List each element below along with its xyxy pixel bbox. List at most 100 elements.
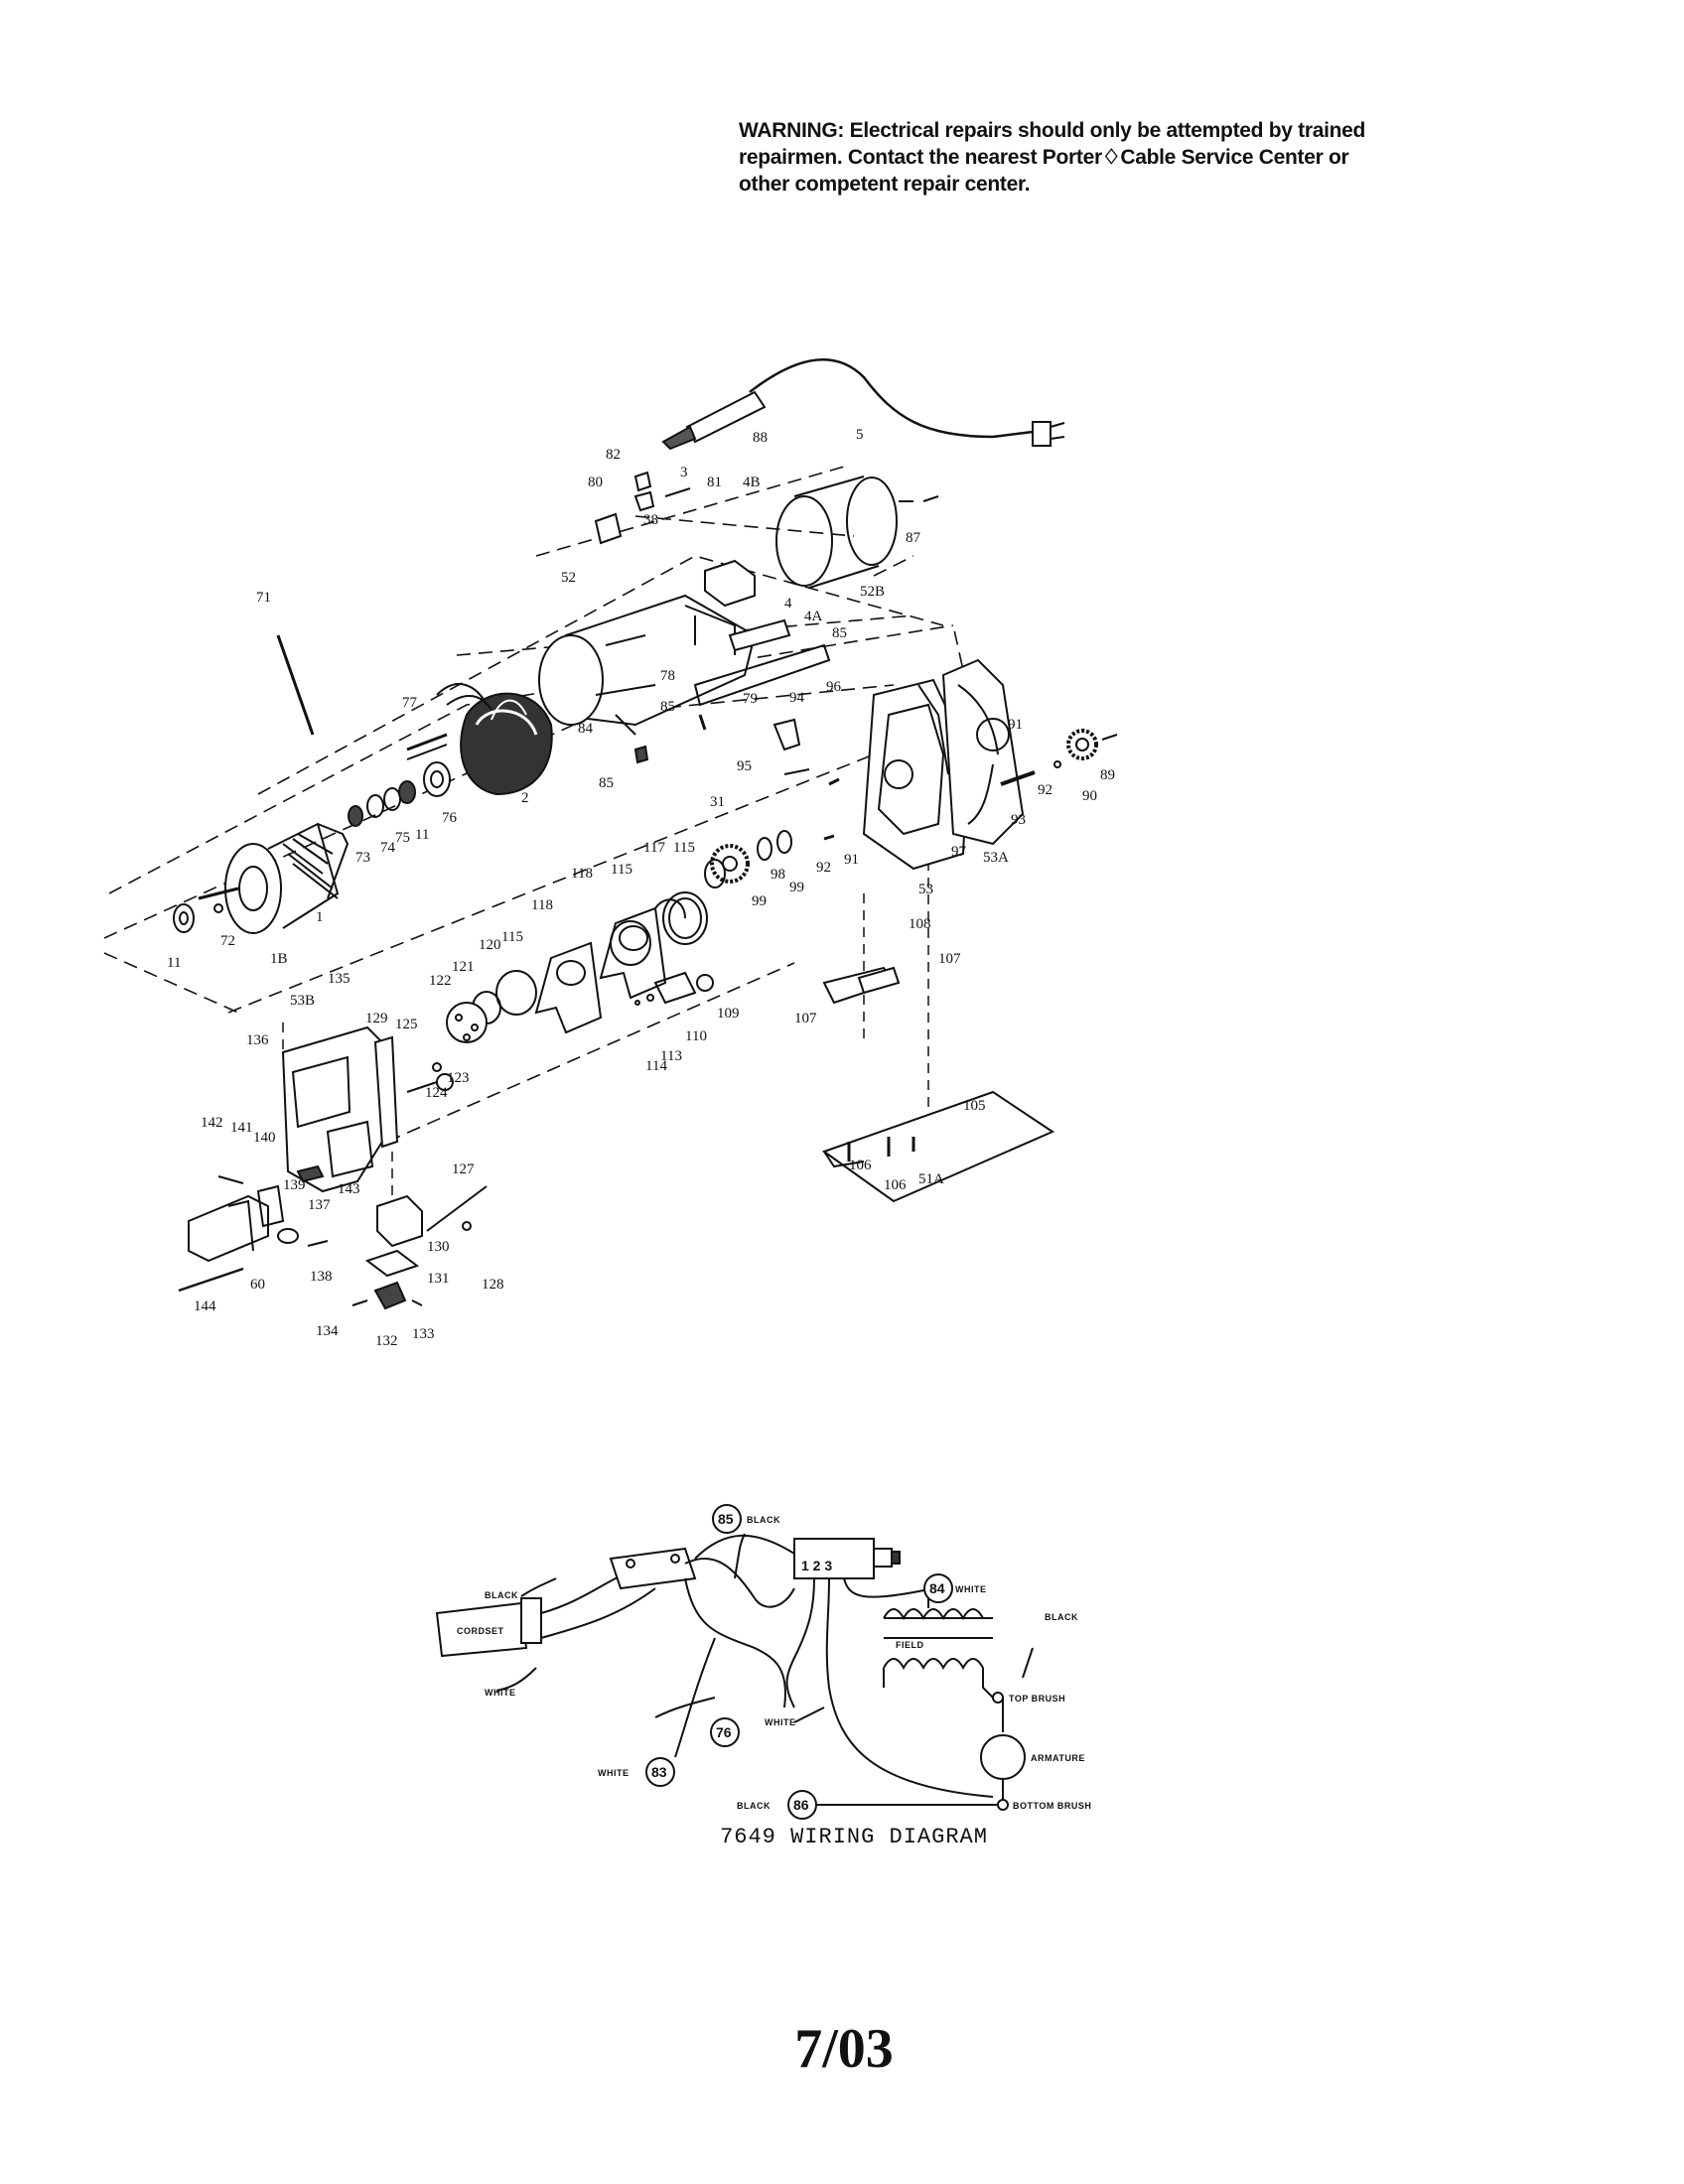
wire-color-label: WHITE	[485, 1688, 516, 1698]
part-label: 143	[338, 1181, 360, 1197]
part-label: 2	[521, 790, 529, 806]
part-label: 11	[415, 827, 429, 843]
part-label: 127	[452, 1161, 475, 1177]
part-label: 53A	[983, 850, 1009, 866]
assembly-lines	[103, 466, 974, 1143]
part-label: 115	[611, 862, 632, 878]
part-label: 76	[442, 810, 458, 826]
wire-number-76: 76	[716, 1724, 732, 1740]
part-label: 115	[501, 929, 523, 945]
part-label: 85	[832, 625, 847, 641]
part-label: 38	[643, 512, 658, 528]
part-label: 79	[743, 691, 758, 707]
part-label: 129	[365, 1011, 388, 1026]
part-label: 107	[938, 951, 961, 967]
part-label: 105	[963, 1098, 986, 1114]
wire-color-label: BLACK	[747, 1515, 780, 1525]
part-label: 118	[571, 866, 593, 882]
part-label: 80	[588, 475, 603, 490]
part-label: 125	[395, 1017, 418, 1032]
part-label: 91	[1008, 717, 1023, 733]
top-brush-label: TOP BRUSH	[1009, 1694, 1065, 1704]
wire-number-84: 84	[929, 1580, 945, 1596]
wiring-labels: 85 BLACK BLACK 1 2 3 84 WHITE BLACK CORD…	[457, 1511, 1091, 1813]
part-label: 31	[710, 794, 725, 810]
part-label: 77	[402, 695, 418, 711]
part-label: 81	[707, 475, 722, 490]
part-label: 108	[909, 916, 931, 932]
part-label: 53B	[290, 993, 315, 1009]
part-label: 93	[1011, 812, 1026, 828]
part-label: 92	[816, 860, 831, 876]
part-label: 144	[194, 1298, 216, 1314]
wire-color-label: WHITE	[955, 1584, 987, 1594]
part-label: 3	[680, 465, 688, 480]
part-label: 71	[256, 590, 271, 606]
part-label: 85	[660, 699, 675, 715]
wire-number-86: 86	[793, 1797, 809, 1813]
part-label: 128	[482, 1277, 504, 1293]
part-label: 78	[660, 668, 675, 684]
part-label: 97	[951, 844, 967, 860]
part-label: 138	[310, 1269, 333, 1285]
part-label: 140	[253, 1130, 276, 1146]
wire-color-label: BLACK	[1045, 1612, 1078, 1622]
part-label: 1	[316, 909, 324, 925]
part-label: 90	[1082, 788, 1097, 804]
part-label: 132	[375, 1333, 398, 1349]
part-label: 115	[673, 840, 695, 856]
part-label: 74	[380, 840, 396, 856]
cordset-label: CORDSET	[457, 1626, 504, 1636]
warning-line-1: WARNING: Electrical repairs should only …	[739, 119, 1366, 142]
part-label: 122	[429, 973, 452, 989]
part-label: 4B	[743, 475, 761, 490]
part-label: 84	[578, 721, 594, 737]
part-label: 109	[717, 1006, 740, 1022]
part-label: 11	[167, 955, 181, 971]
part-label: 110	[685, 1028, 707, 1044]
part-label: 75	[395, 830, 410, 846]
part-label: 52	[561, 570, 576, 586]
wire-number-85: 85	[718, 1511, 734, 1527]
part-label: 134	[316, 1323, 339, 1339]
part-label: 118	[531, 897, 553, 913]
part-label: 60	[250, 1277, 265, 1293]
part-label: 130	[427, 1239, 450, 1255]
part-label: 114	[645, 1058, 667, 1074]
part-label: 1B	[270, 951, 288, 967]
part-label: 87	[906, 530, 921, 546]
part-label: 133	[412, 1326, 435, 1342]
part-label: 124	[425, 1085, 448, 1101]
part-label: 91	[844, 852, 859, 868]
part-label: 113	[660, 1048, 682, 1064]
wire-color-label: WHITE	[598, 1768, 630, 1778]
armature-label: ARMATURE	[1031, 1753, 1085, 1763]
part-label: 99	[752, 893, 767, 909]
field-label: FIELD	[896, 1640, 924, 1650]
part-label: 95	[737, 758, 752, 774]
power-cord	[749, 358, 1034, 439]
part-label: 88	[753, 430, 768, 446]
part-label: 85	[599, 775, 614, 791]
wire-color-label: BLACK	[485, 1590, 518, 1600]
wire-color-label: BLACK	[737, 1801, 771, 1811]
warning-line-2: repairmen. Contact the nearest Porter♢Ca…	[739, 146, 1349, 169]
part-label: 4	[784, 596, 792, 612]
part-label: 137	[308, 1197, 331, 1213]
wiring-diagram-caption: 7649 WIRING DIAGRAM	[720, 1825, 988, 1849]
part-label: 117	[643, 840, 665, 856]
part-label: 131	[427, 1271, 450, 1287]
part-label: 94	[789, 690, 805, 706]
part-label: 4A	[804, 609, 823, 624]
part-label: 135	[328, 971, 351, 987]
part-label: 53	[918, 882, 933, 897]
part-label: 51A	[918, 1171, 944, 1187]
part-label: 96	[826, 679, 842, 695]
part-label: 82	[606, 447, 621, 463]
part-label: 73	[355, 850, 370, 866]
switch-terminals: 1 2 3	[801, 1558, 832, 1573]
part-label: 121	[452, 959, 475, 975]
part-label: 139	[283, 1177, 306, 1193]
part-label: 120	[479, 937, 501, 953]
exploded-parts-diagram: 88 5 82 3 80 81 4B 38 87 52 52B 4 4A 85 …	[103, 358, 1118, 1349]
